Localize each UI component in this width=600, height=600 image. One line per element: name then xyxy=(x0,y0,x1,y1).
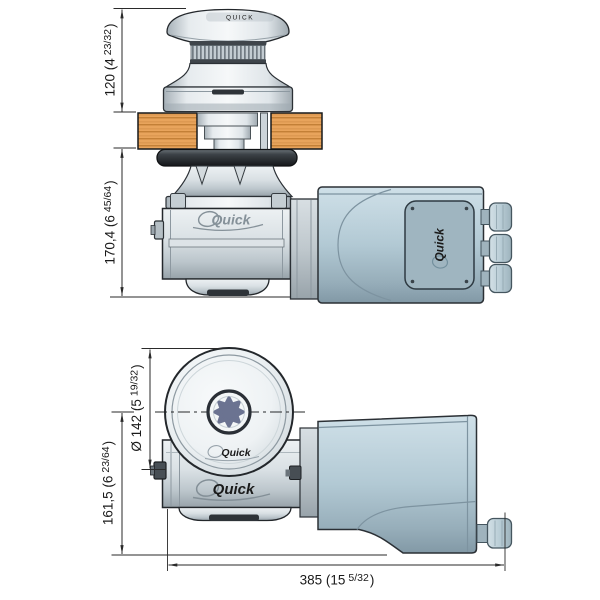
motor-dome-contour xyxy=(337,188,392,302)
dim-height-above-deck-label: 120 (423/32) xyxy=(102,23,118,96)
base-shadow xyxy=(165,103,291,110)
logo-text: Quick xyxy=(221,447,251,459)
logo-underline xyxy=(192,223,264,232)
capstan-cap xyxy=(166,8,290,47)
top-view: 120 (423/32) 170,4 (645/64) QUICK xyxy=(102,8,513,304)
side-boss xyxy=(153,461,167,480)
bell-gusset-right xyxy=(233,165,247,186)
cable-gland-2 xyxy=(480,233,513,264)
bottom-view: Quick Quick Ø 142 (519/32) 161,5 (623/64… xyxy=(100,347,513,588)
motor-coupling xyxy=(299,427,320,518)
gland-body xyxy=(488,233,513,264)
gearbox-pan xyxy=(178,506,292,522)
motor-cover-plate xyxy=(404,200,475,290)
dim-height-below-centerline: 161,5 (623/64) xyxy=(100,411,387,556)
motor-side-view xyxy=(285,414,513,554)
motor-body xyxy=(317,414,478,554)
bell-gusset-left xyxy=(195,165,209,186)
chain-wheel: Quick Quick xyxy=(155,347,309,501)
side-boss xyxy=(153,220,165,240)
cap-underside-seam xyxy=(170,34,286,42)
drum-flare xyxy=(163,62,293,88)
cover-screw xyxy=(410,206,415,211)
dim-drum-diameter-label: Ø 142 (519/32) xyxy=(129,364,145,451)
quick-logo-gearbox: Quick xyxy=(192,479,271,501)
logo-text: Quick xyxy=(433,227,447,262)
knurl-band-top-edge xyxy=(190,41,266,46)
dim-height-above-deck: 120 (423/32) xyxy=(102,8,186,113)
shaft-step-middle xyxy=(204,125,251,140)
quick-logo-drum: Quick xyxy=(204,445,260,462)
gland-neck xyxy=(480,270,491,287)
logo-swirl-icon xyxy=(431,255,449,269)
motor-top-view: Quick xyxy=(289,186,513,304)
gland-body xyxy=(488,263,513,294)
flange-ring xyxy=(156,148,298,167)
shaft-step-lower xyxy=(213,138,245,151)
deck-flange xyxy=(156,148,298,167)
side-boss-tip xyxy=(150,465,155,476)
cable-gland-3 xyxy=(480,263,513,294)
grease-nipple-tip xyxy=(285,469,290,477)
logo-text: Quick xyxy=(212,212,252,228)
cable-gland xyxy=(476,517,513,549)
knurl-band-bottom-edge xyxy=(190,59,266,64)
gearbox-top-view: Quick xyxy=(150,165,304,296)
motor-foot-contour xyxy=(356,500,477,530)
logo-underline xyxy=(204,456,260,462)
dim-height-below-centerline-label: 161,5 (623/64) xyxy=(100,441,116,525)
dim-height-below-deck: 170,4 (645/64) xyxy=(102,147,300,298)
logo-swirl-icon xyxy=(197,210,220,228)
pan-base xyxy=(209,514,259,521)
cable-gland-1 xyxy=(480,202,513,232)
gland-body xyxy=(488,202,513,232)
knurl-band xyxy=(190,45,266,60)
logo-swirl-icon xyxy=(195,479,220,497)
drive-socket-star-icon xyxy=(213,396,245,428)
gland-neck xyxy=(480,240,491,257)
deck xyxy=(137,112,323,151)
gland-body xyxy=(486,517,513,549)
shaft-step-upper xyxy=(197,112,258,127)
grease-nipple xyxy=(289,465,302,480)
cap-badge xyxy=(206,12,274,22)
gland-neck xyxy=(480,209,491,225)
cover-screw xyxy=(410,279,415,284)
motor-top-seam xyxy=(318,420,469,429)
dim-height-below-deck-label: 170,4 (645/64) xyxy=(102,180,118,264)
logo-underline xyxy=(192,493,271,501)
mount-bolt-right xyxy=(271,193,287,209)
mount-bolt-left xyxy=(170,193,186,209)
side-boss-tip xyxy=(150,225,156,235)
quick-logo-vertical: Quick xyxy=(431,227,449,269)
deck-plank-right xyxy=(270,112,323,150)
cap-badge-text: QUICK xyxy=(226,15,254,22)
gearbox-rib xyxy=(168,238,285,248)
gearbox-bell xyxy=(170,165,294,198)
cover-screw xyxy=(464,279,469,284)
capstan-drum: QUICK xyxy=(162,8,294,113)
pan-base xyxy=(207,289,249,296)
motor-coupling xyxy=(289,198,320,300)
logo-swirl-icon xyxy=(207,445,224,458)
base-slot xyxy=(212,89,244,95)
quick-logo: Quick xyxy=(192,210,264,232)
cover-screw xyxy=(464,206,469,211)
logo-text: Quick xyxy=(213,481,255,498)
dim-drum-diameter: Ø 142 (519/32) xyxy=(129,348,221,470)
deck-plank-left xyxy=(137,112,198,150)
mounting-stud xyxy=(260,112,268,151)
gland-neck xyxy=(476,524,489,543)
